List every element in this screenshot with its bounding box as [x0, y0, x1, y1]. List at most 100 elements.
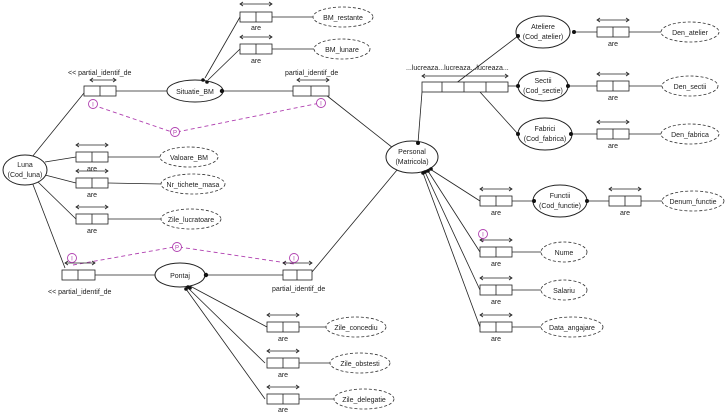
- attribute-den-fabrica-label: Den_fabrica: [671, 132, 709, 139]
- attribute-bm-lunare[interactable]: BM_lunare: [313, 38, 371, 60]
- entity-luna-key: (Cod_luna): [8, 172, 43, 179]
- partial-box-bottom-left[interactable]: << partial_identif_de: [48, 260, 112, 296]
- are-box-zile-concediu[interactable]: are: [266, 312, 300, 343]
- attribute-nume[interactable]: Nume: [540, 241, 588, 263]
- entity-sectii[interactable]: Sectii (Cod_sectie): [517, 70, 569, 102]
- entity-personal[interactable]: Personal (Matricola): [385, 140, 439, 174]
- svg-text:I: I: [293, 257, 295, 263]
- entity-pontaj[interactable]: Pontaj: [154, 262, 206, 288]
- entity-fabrici-key: (Cod_fabrica): [524, 136, 566, 143]
- are-label: are: [278, 336, 288, 343]
- attribute-nr-tichete-masa[interactable]: Nr_tichete_masa: [160, 173, 226, 195]
- entity-ateliere[interactable]: Ateliere (Cod_atelier): [515, 15, 571, 49]
- are-box-den-sectii[interactable]: are: [596, 71, 630, 102]
- are-box-zile-lucratoare[interactable]: are: [75, 204, 109, 235]
- attribute-zile-lucratoare[interactable]: Zile_lucratoare: [160, 208, 222, 230]
- connector-lines: [31, 16, 663, 400]
- partial-box-bottom-right[interactable]: partial_identif_de: [272, 260, 325, 293]
- partial-label-top-left: << partial_identif_de: [68, 70, 132, 77]
- attribute-data-angajare-label: Data_angajare: [549, 325, 595, 332]
- svg-text:P: P: [173, 131, 177, 137]
- are-label: are: [491, 210, 501, 217]
- are-box-den-atelier[interactable]: are: [596, 17, 630, 48]
- attribute-denum-functie[interactable]: Denum_functie: [661, 190, 725, 212]
- entity-situatie-bm-name: Situatie_BM: [176, 89, 214, 96]
- entity-ateliere-name: Ateliere: [531, 24, 555, 31]
- are-label: are: [87, 192, 97, 199]
- attribute-den-atelier-label: Den_atelier: [672, 30, 708, 37]
- attribute-salariu-label: Salariu: [553, 288, 575, 295]
- attribute-zile-delegatie-label: Zile_delegatie: [342, 397, 386, 404]
- partial-identifier-dashed-lines: [72, 102, 484, 266]
- svg-text:P: P: [175, 246, 179, 252]
- are-label: are: [608, 143, 618, 150]
- marker-i-top-left: I: [88, 99, 98, 109]
- attribute-zile-concediu[interactable]: Zile_concediu: [325, 316, 387, 338]
- are-box-zile-obstesti[interactable]: are: [266, 348, 300, 379]
- are-label: are: [278, 407, 288, 414]
- are-box-data-angajare[interactable]: are: [479, 312, 513, 343]
- are-box-nume[interactable]: are: [479, 237, 513, 268]
- attribute-den-sectii[interactable]: Den_sectii: [661, 75, 719, 97]
- are-box-den-fabrica[interactable]: are: [596, 119, 630, 150]
- entity-personal-key: (Matricola): [395, 159, 428, 166]
- entity-ateliere-key: (Cod_atelier): [523, 34, 563, 41]
- are-label: are: [491, 261, 501, 268]
- attribute-valoare-bm[interactable]: Valoare_BM: [159, 146, 219, 168]
- entity-functii-key: (Cod_functie): [539, 203, 581, 210]
- are-box-bm-restante[interactable]: are: [239, 1, 273, 32]
- marker-i-bottom-right: I: [289, 253, 299, 263]
- entity-fabrici-name: Fabrici: [534, 126, 555, 133]
- are-box-bm-lunare[interactable]: are: [239, 34, 273, 65]
- are-label: are: [491, 299, 501, 306]
- marker-p-top: P: [170, 127, 180, 137]
- entity-functii[interactable]: Functii (Cod_functie): [532, 184, 588, 218]
- attribute-den-fabrica[interactable]: Den_fabrica: [660, 123, 720, 145]
- partial-box-top-right[interactable]: partial_identif_de: [285, 70, 338, 97]
- marker-i-bottom-left: I: [67, 253, 77, 263]
- attribute-zile-obstesti[interactable]: Zile_obstesti: [329, 352, 391, 374]
- attribute-denum-functie-label: Denum_functie: [669, 199, 716, 206]
- attribute-zile-obstesti-label: Zile_obstesti: [340, 361, 380, 368]
- entity-personal-name: Personal: [398, 149, 426, 156]
- entity-situatie-bm[interactable]: Situatie_BM: [166, 79, 224, 103]
- svg-text:I: I: [320, 102, 322, 108]
- attribute-den-atelier[interactable]: Den_atelier: [660, 21, 720, 43]
- are-label: are: [608, 41, 618, 48]
- entity-luna[interactable]: Luna (Cod_luna): [2, 154, 48, 186]
- attribute-zile-delegatie[interactable]: Zile_delegatie: [333, 388, 395, 410]
- are-label: are: [87, 166, 97, 173]
- attribute-bm-lunare-label: BM_lunare: [325, 47, 359, 54]
- are-box-personal-functii[interactable]: are: [479, 186, 513, 217]
- are-label: are: [491, 336, 501, 343]
- marker-i-top-right: I: [316, 98, 326, 108]
- svg-text:I: I: [71, 257, 73, 263]
- marker-i-nume: I: [478, 229, 488, 239]
- entity-fabrici[interactable]: Fabrici (Cod_fabrica): [517, 117, 573, 151]
- attribute-data-angajare[interactable]: Data_angajare: [540, 316, 604, 338]
- entity-functii-name: Functii: [550, 193, 571, 200]
- entity-pontaj-name: Pontaj: [170, 273, 190, 280]
- are-label: are: [87, 228, 97, 235]
- partial-box-top-left[interactable]: << partial_identif_de: [68, 70, 132, 97]
- are-box-nr-tichete[interactable]: are: [75, 168, 109, 199]
- are-label: are: [251, 25, 261, 32]
- svg-text:I: I: [482, 233, 484, 239]
- lucreaza-box[interactable]: ...lucreaza...lucreaza...lucreaza...: [406, 65, 509, 93]
- attribute-bm-restante[interactable]: BM_restante: [312, 6, 374, 28]
- marker-p-bottom: P: [172, 242, 182, 252]
- svg-text:I: I: [92, 103, 94, 109]
- are-box-valoare-bm[interactable]: are: [75, 142, 109, 173]
- attribute-salariu[interactable]: Salariu: [540, 279, 588, 301]
- entity-luna-name: Luna: [17, 162, 33, 169]
- are-box-zile-delegatie[interactable]: are: [266, 384, 300, 414]
- are-box-denum-functie[interactable]: are: [608, 186, 642, 217]
- are-box-salariu[interactable]: are: [479, 275, 513, 306]
- attribute-zile-lucratoare-label: Zile_lucratoare: [168, 217, 214, 224]
- entity-sectii-key: (Cod_sectie): [523, 88, 563, 95]
- lucreaza-label: ...lucreaza...lucreaza...lucreaza...: [406, 65, 509, 72]
- cardinality-dots: [184, 30, 589, 291]
- entity-sectii-name: Sectii: [534, 78, 552, 85]
- are-label: are: [608, 95, 618, 102]
